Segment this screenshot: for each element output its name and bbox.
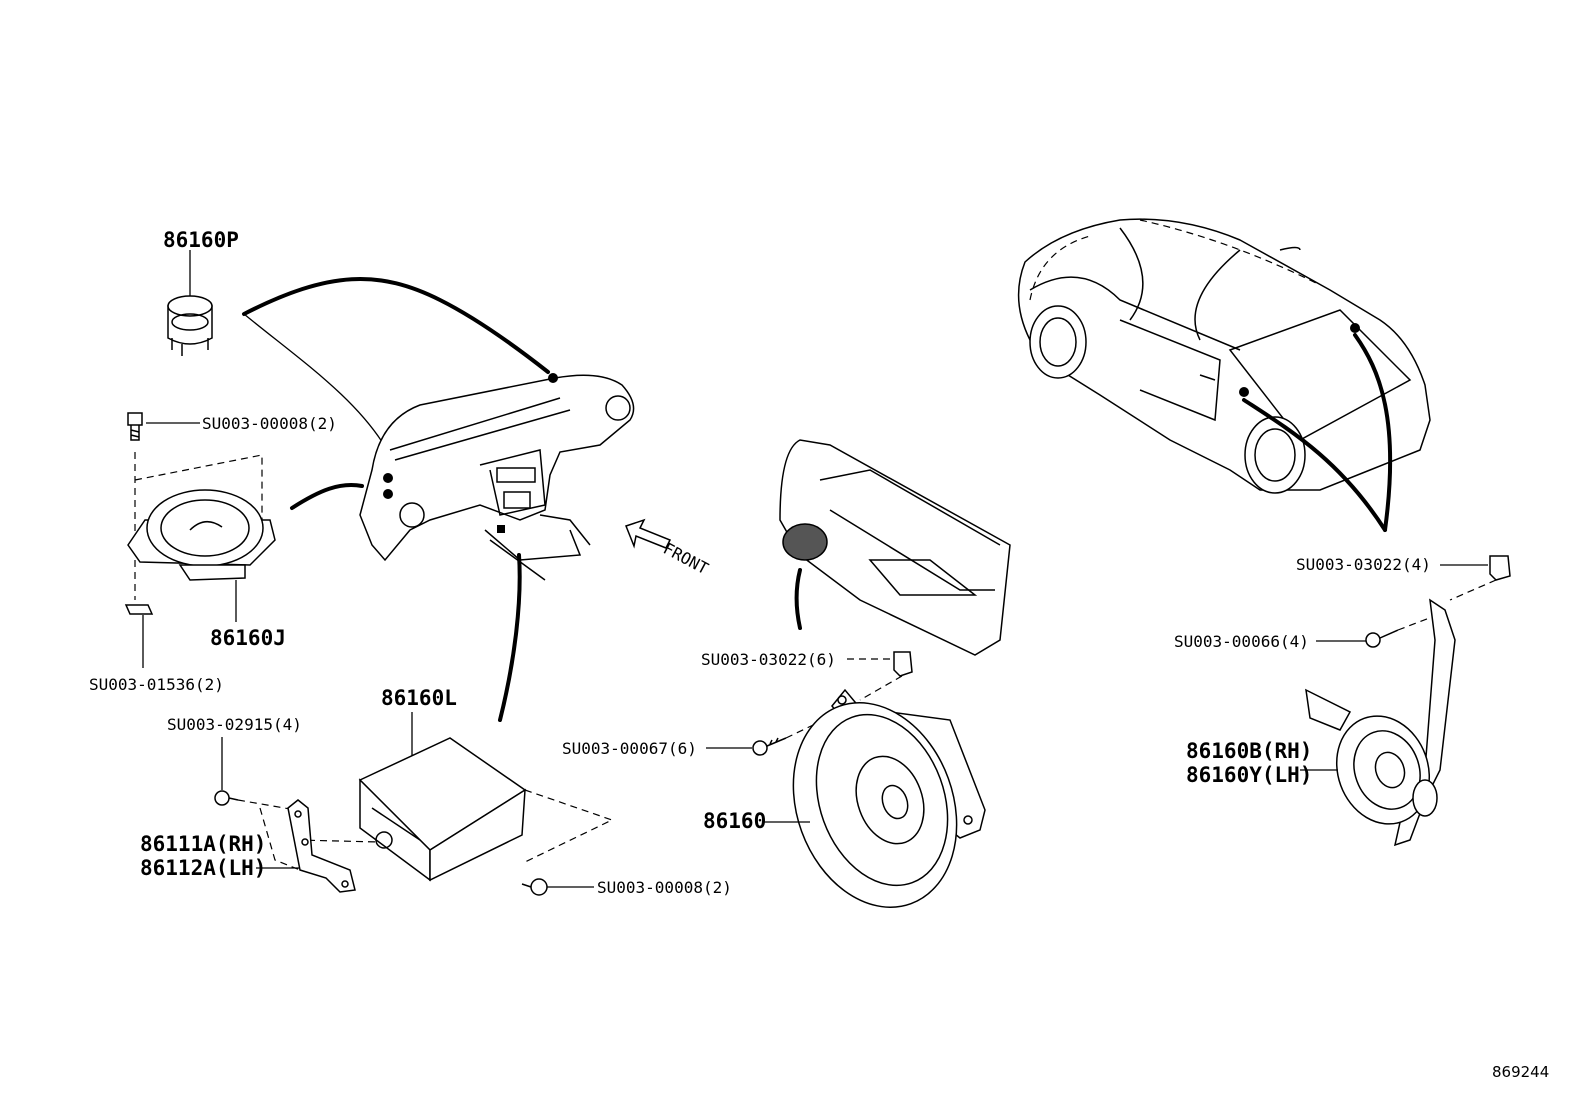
label-86160B: 86160B(RH) [1186,739,1312,763]
connector-line-rear-2 [1242,398,1387,532]
screw-su003-02915 [214,790,239,806]
car-illustration [1017,218,1431,494]
label-86160P: 86160P [163,228,239,252]
connector-line-tweeter-2 [243,313,391,456]
clip-su003-03022-right [1489,555,1511,581]
dashed-guide-amp [524,789,614,863]
label-86112A: 86112A(LH) [140,856,266,880]
label-su003-03022-mid: SU003-03022(6) [701,650,836,669]
label-su003-03022-right: SU003-03022(4) [1296,555,1431,574]
connector-line-speaker-j [290,483,364,510]
door-speaker-86160 [792,688,986,908]
dashed-guide-clip-mid [859,675,903,701]
label-86160J: 86160J [210,626,286,650]
rear-speaker-86160B-86160Y [1305,598,1456,847]
connector-line-tweeter [242,277,550,374]
dashboard-illustration [359,373,635,581]
label-su003-00067: SU003-00067(6) [562,739,697,758]
label-su003-00008-bottom: SU003-00008(2) [597,878,732,897]
front-arrow-icon [625,518,672,549]
screw-su003-00066 [1365,629,1399,648]
label-front: FRONT [660,539,712,579]
connector-line-amp [498,553,522,722]
diagram-reference-number: 869244 [1492,1063,1549,1081]
bracket-86111A-86112A [287,799,356,893]
label-86160: 86160 [703,809,766,833]
label-86160L: 86160L [381,686,457,710]
dashed-guide-bracket-2 [259,807,301,871]
label-su003-02915: SU003-02915(4) [167,715,302,734]
dashed-guide-clip-right [1449,579,1497,601]
dashed-guide-86160J [134,452,263,600]
speaker-86160J [127,489,276,581]
connector-line-rear-1 [1353,333,1393,532]
clip-su003-01536 [124,604,154,615]
door-panel-illustration [779,439,1011,656]
clip-su003-03022-mid [893,651,913,677]
label-su003-01536: SU003-01536(2) [89,675,224,694]
label-86160Y: 86160Y(LH) [1186,763,1312,787]
screw-su003-00067 [752,737,787,756]
bolt-su003-00008-bottom [521,878,548,896]
bolt-su003-00008-top [127,412,143,441]
tweeter-86160P [167,295,213,356]
label-su003-00066: SU003-00066(4) [1174,632,1309,651]
connector-line-door [794,568,802,630]
label-su003-00008-top: SU003-00008(2) [202,414,337,433]
label-86111A: 86111A(RH) [140,832,266,856]
amplifier-86160L [358,737,527,882]
